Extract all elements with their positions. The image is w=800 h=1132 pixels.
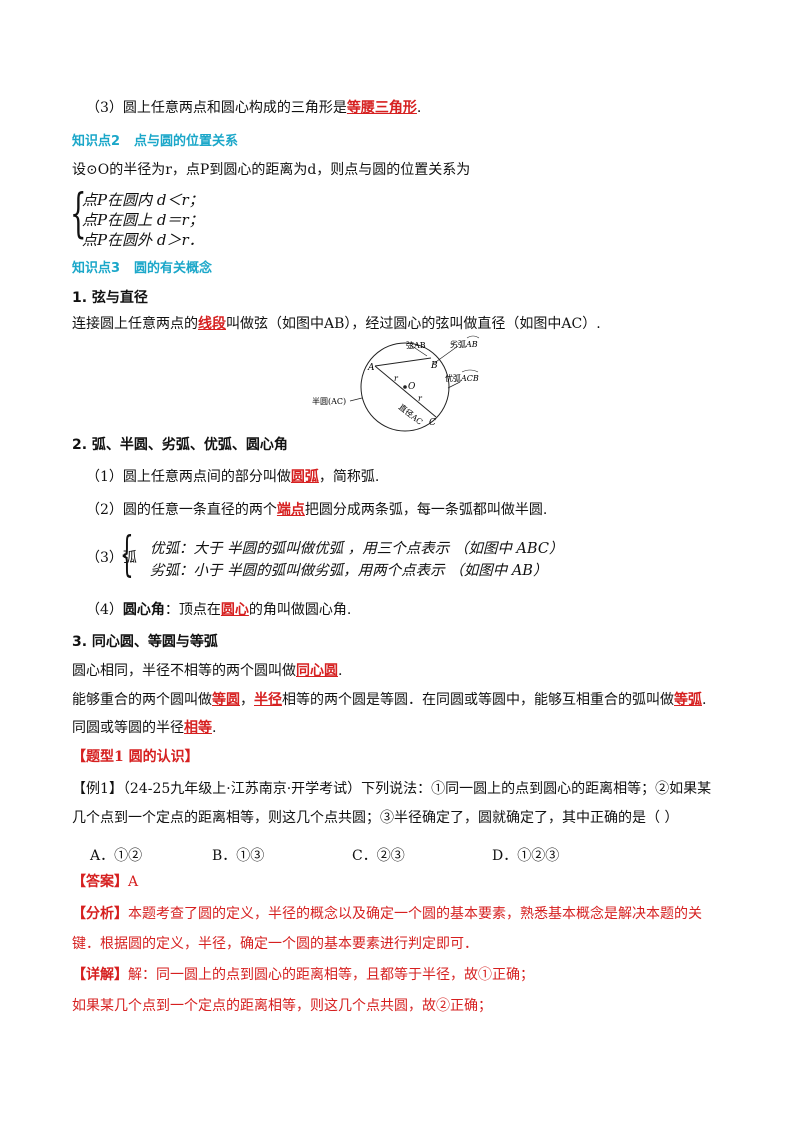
example-1-line-1: 【例1】（24-25九年级上·江苏南京·开学考试）下列说法：①同一圆上的点到圆心… (72, 781, 712, 797)
question-type-1: 【题型1 圆的认识】 (72, 749, 199, 765)
system-line-outside: 点P在圆外 d＞r． (82, 231, 204, 249)
label-c: C (429, 418, 436, 428)
equal-circle-definition: 能够重合的两个圆叫做等圆，半径相等的两个圆是等圆．在同圆或等圆中，能够互相重合的… (72, 692, 707, 708)
concentric-definition: 圆心相同，半径不相等的两个圆叫做同心圆. (72, 663, 343, 679)
arc-3-label: （3）弧 (86, 550, 137, 566)
option-b: B．①③ (212, 848, 265, 864)
svg-text:AB: AB (465, 340, 478, 349)
chord-definition: 连接圆上任意两点的线段叫做弦（如图中AB），经过圆心的弦叫做直径（如图中AC）. (72, 316, 601, 332)
central-angle-definition: （4）圆心角：顶点在圆心的角叫做圆心角. (86, 602, 352, 618)
radius-equal-line: 同圆或等圆的半径相等. (72, 720, 217, 736)
system-line-on: 点P在圆上 d＝r； (82, 211, 204, 229)
system-brace: { (70, 184, 87, 244)
kp2-description: 设⊙O的半径为r，点P到圆心的距离为d，则点与圆的位置关系为 (72, 162, 471, 178)
triangle-line: （3）圆上任意两点和圆心构成的三角形是等腰三角形. (86, 100, 422, 116)
label-a: A (367, 363, 375, 373)
label-semicircle: 半圆(AC) (312, 396, 346, 406)
heading-arcs: 2. 弧、半圆、劣弧、优弧、圆心角 (72, 437, 288, 453)
minor-arc-line: 劣弧：小于 半圆的弧叫做劣弧，用两个点表示 （如图中 AB） (150, 563, 548, 579)
circle-diagram: A B C O r r 弦AB 劣弧 AB 优弧 ACB 半圆(AC) 直径AC (312, 335, 480, 432)
label-diameter: 直径AC (397, 402, 425, 427)
analysis-line-2: 键．根据圆的定义，半径，确定一个圆的基本要素进行判定即可． (72, 936, 478, 952)
detail-line-1: 【详解】解：同一圆上的点到圆心的距离相等，且都等于半径，故①正确； (72, 967, 534, 983)
major-arc-line: 优弧：大于 半圆的弧叫做优弧 ，用三个点表示 （如图中 ABC） (150, 541, 564, 557)
label-b: B (430, 361, 438, 371)
label-r2: r (418, 394, 423, 403)
analysis-line-1: 【分析】本题考查了圆的定义，半径的概念以及确定一个圆的基本要素，熟悉基本概念是解… (72, 906, 702, 922)
label-major-arc: 优弧 (445, 373, 461, 383)
arc-brace: { (120, 526, 134, 582)
label-o: O (408, 382, 416, 392)
arc-definition-1: （1）圆上任意两点间的部分叫做圆弧，简称弧. (86, 469, 380, 485)
answer-line: 【答案】A (72, 874, 139, 890)
label-r1: r (394, 374, 399, 383)
heading-concentric: 3. 同心圆、等圆与等弧 (72, 634, 218, 650)
system-line-inside: 点P在圆内 d＜r； (82, 191, 204, 209)
svg-text:ACB: ACB (460, 374, 479, 383)
option-a: A．①② (90, 848, 143, 864)
label-chord-ab: 弦AB (406, 340, 426, 350)
heading-chord-diameter: 1. 弦与直径 (72, 290, 148, 306)
arc-definition-2: （2）圆的任意一条直径的两个端点把圆分成两条弧，每一条弧都叫做半圆. (86, 502, 548, 518)
option-c: C．②③ (352, 848, 405, 864)
answer-isosceles: 等腰三角形 (346, 100, 417, 116)
detail-line-2: 如果某几个点到一个定点的距离相等，则这几个点共圆，故②正确； (72, 998, 492, 1014)
label-minor-arc: 劣弧 (450, 339, 466, 349)
option-d: D．①②③ (492, 848, 560, 864)
example-1-line-2: 几个点到一个定点的距离相等，则这几个点共圆；③半径确定了，圆就确定了，其中正确的… (72, 810, 679, 826)
